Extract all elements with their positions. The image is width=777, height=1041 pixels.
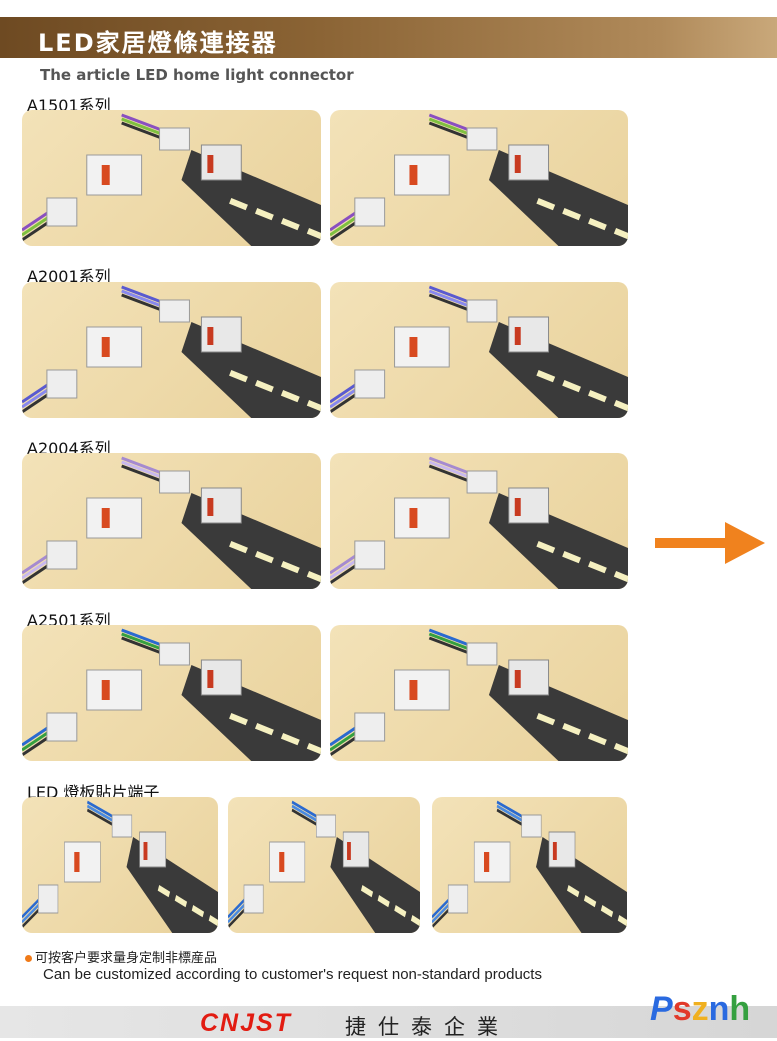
connector-photo [22,453,321,589]
page-subtitle: The article LED home light connector [40,66,354,84]
arrow-right-icon [655,522,765,564]
page-title: LED家居燈條連接器 [38,29,278,57]
series-label: A2001系列 [27,267,111,286]
smd-terminal-photo [228,797,420,933]
footer-band [0,1006,777,1038]
header-bar: LED家居燈條連接器 [0,17,777,58]
smd-terminal-photo [22,797,218,933]
connector-photo [22,110,321,246]
connector-photo [330,110,628,246]
note-cn: 可按客户要求量身定制非標産品 [25,947,217,966]
brand-logo: CNJST [200,1009,292,1037]
connector-photo [330,453,628,589]
bullet-icon [25,955,32,962]
note-en: Can be customized according to customer'… [43,966,542,983]
connector-photo [22,282,321,418]
smd-terminal-photo [432,797,627,933]
psznh-logo: Psznh [650,990,751,1028]
connector-photo [330,282,628,418]
connector-photo [22,625,321,761]
company-name: 捷仕泰企業 [345,1015,510,1039]
connector-photo [330,625,628,761]
